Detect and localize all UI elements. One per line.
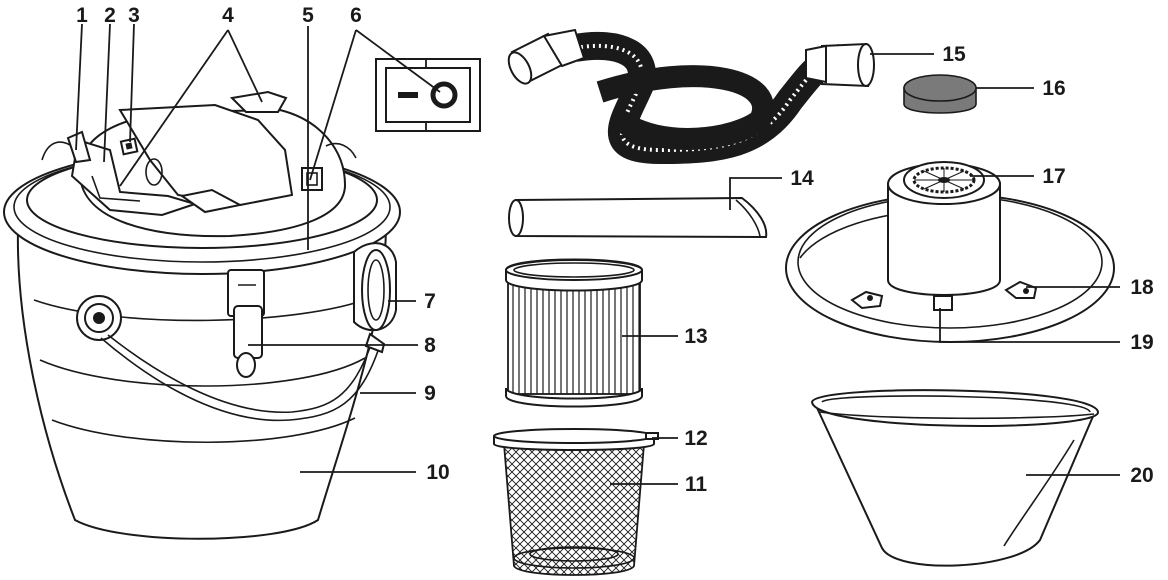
callout-11: 11 [685,473,708,496]
power-switch[interactable] [119,137,139,156]
callout-16: 16 [1042,77,1065,100]
switch-detail-inset [375,58,481,132]
callout-10: 10 [426,461,449,484]
cloth-filter-bag [810,389,1100,567]
filter-cage-top [912,166,976,194]
callout-17: 17 [1042,165,1065,188]
foam-filter-disc [903,74,977,114]
callout-8: 8 [424,334,436,357]
callout-18: 18 [1130,276,1154,299]
cartridge-filter [505,258,643,408]
carry-handle[interactable] [100,332,386,422]
filter-mounting-plate [785,161,1115,343]
leader-lines [75,23,1120,485]
callout-2: 2 [104,4,116,27]
callout-7: 7 [424,290,436,313]
callout-9: 9 [424,382,436,405]
motor-head [70,90,347,238]
hose-inlet [76,295,122,341]
callout-6: 6 [350,4,362,27]
callout-19: 19 [1130,331,1153,354]
metal-mesh-basket [503,443,645,576]
extension-tube [508,196,768,239]
lid-clip-right[interactable] [301,167,323,191]
side-exhaust-port [353,242,397,332]
callout-1: 1 [76,4,88,27]
callout-13: 13 [684,325,707,348]
rocker-switch-icon [430,81,458,109]
callout-15: 15 [942,43,966,66]
flexible-hose [507,28,875,165]
callout-20: 20 [1130,464,1153,487]
callout-labels: 1 2 3 4 5 6 7 8 9 10 11 12 13 14 15 16 1… [76,4,1154,496]
basket-rim-lid [493,428,659,451]
float-valve [933,295,953,311]
callout-4: 4 [222,4,234,27]
callout-12: 12 [684,427,707,450]
switch-off-symbol [398,92,418,98]
plate-clips[interactable] [850,280,1038,310]
ash-vacuum-assembly [3,90,401,540]
callout-3: 3 [128,4,140,27]
callout-5: 5 [302,4,314,27]
callout-14: 14 [790,167,814,190]
